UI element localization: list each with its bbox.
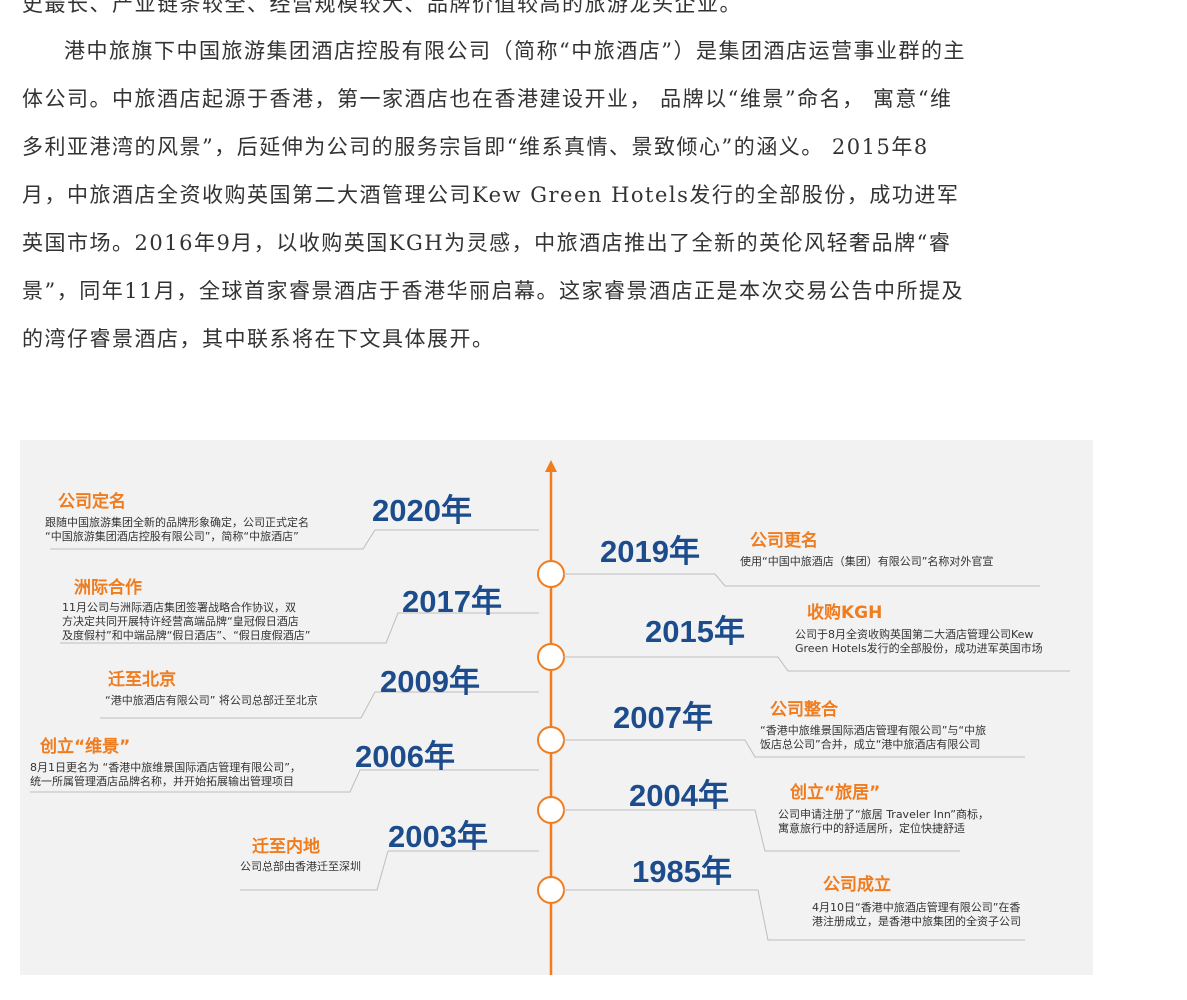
event-year: 2020年	[372, 493, 472, 528]
arrow-up-icon	[545, 460, 557, 472]
event-desc: 11月公司与洲际酒店集团签署战略合作协议，双 方决定共同开展特许经营高端品牌“皇…	[62, 601, 311, 642]
event-title: 洲际合作	[74, 578, 142, 598]
event-title: 公司更名	[750, 531, 818, 551]
event-desc: “香港中旅维景国际酒店管理有限公司”与“中旅 饭店总公司”合并，成立“港中旅酒店…	[760, 724, 987, 751]
timeline-graphic: 2020年 公司定名 跟随中国旅游集团全新的品牌形象确定，公司正式定名 “中国旅…	[20, 440, 1093, 975]
timeline-node	[537, 726, 565, 754]
event-desc: 公司于8月全资收购英国第二大酒店管理公司Kew Green Hotels发行的全…	[795, 628, 1043, 655]
event-year: 2007年	[613, 700, 713, 735]
event-title: 公司定名	[58, 492, 126, 512]
intro-paragraph: 港中旅旗下中国旅游集团酒店控股有限公司（简称“中旅酒店”）是集团酒店运营事业群的…	[22, 39, 966, 351]
timeline-node	[537, 796, 565, 824]
event-desc: 4月10日“香港中旅酒店管理有限公司”在香 港注册成立，是香港中旅集团的全资子公…	[812, 901, 1021, 928]
event-desc: 公司申请注册了“旅居 Traveler Inn”商标， 寓意旅行中的舒适居所，定…	[778, 808, 989, 835]
event-title: 创立“维景”	[40, 737, 131, 757]
event-title: 迁至北京	[108, 670, 176, 690]
event-year: 2017年	[402, 584, 502, 619]
event-year: 2015年	[645, 614, 745, 649]
event-title: 公司整合	[770, 700, 838, 720]
event-desc: 8月1日更名为 “香港中旅维景国际酒店管理有限公司”， 统一所属管理酒店品牌名称…	[30, 761, 301, 788]
timeline-node	[537, 876, 565, 904]
timeline-axis	[30, 460, 1070, 975]
event-desc: “港中旅酒店有限公司” 将公司总部迁至北京	[105, 694, 318, 707]
event-year: 1985年	[632, 854, 732, 889]
event-title: 收购KGH	[807, 603, 883, 623]
event-year: 2006年	[355, 739, 455, 774]
event-year: 2004年	[629, 778, 729, 813]
event-year: 2019年	[600, 534, 700, 569]
event-year: 2003年	[388, 819, 488, 854]
timeline-node	[537, 560, 565, 588]
event-desc: 使用“中国中旅酒店（集团）有限公司”名称对外官宣	[740, 555, 994, 568]
event-title: 公司成立	[823, 875, 891, 895]
timeline-node	[537, 643, 565, 671]
event-desc: 跟随中国旅游集团全新的品牌形象确定，公司正式定名 “中国旅游集团酒店控股有限公司…	[45, 516, 309, 543]
event-title: 创立“旅居”	[790, 783, 881, 803]
event-desc: 公司总部由香港迁至深圳	[240, 860, 361, 873]
event-year: 2009年	[380, 664, 480, 699]
intro-top-line: 史最长、产业链条较全、经营规模较大、品牌价值较高的旅游龙头企业。	[22, 0, 742, 16]
event-title: 迁至内地	[252, 837, 320, 857]
